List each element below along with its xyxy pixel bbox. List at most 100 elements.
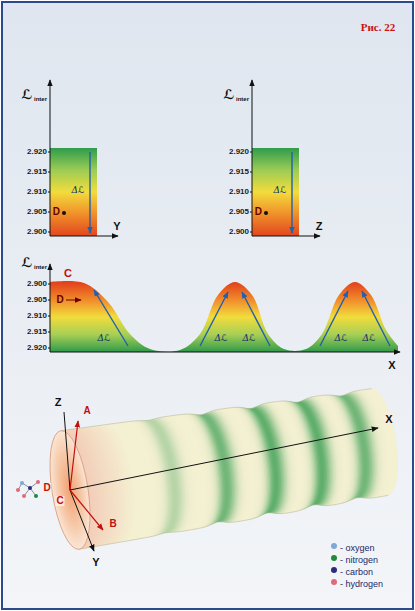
- delta-arrow: [320, 291, 348, 346]
- legend-row: - nitrogen: [331, 550, 378, 566]
- y-axis-line: [50, 264, 51, 352]
- tick-value: 2.915: [229, 168, 249, 176]
- tick-mark: [48, 192, 50, 193]
- legend-text: - nitrogen: [340, 555, 378, 565]
- tick-value: 2.915: [27, 328, 47, 336]
- tick-value: 2.900: [27, 228, 47, 236]
- legend-swatch: [331, 555, 337, 561]
- tick-mark: [48, 212, 50, 213]
- tick-value: 2.910: [27, 312, 47, 320]
- vector-label: B: [109, 519, 116, 529]
- point-dot: [264, 211, 268, 215]
- legend-swatch: [331, 543, 337, 549]
- delta-label: Δℒ: [335, 334, 348, 343]
- tick-mark: [48, 152, 50, 153]
- tick-value: 2.905: [27, 296, 47, 304]
- axis-label: Y: [113, 221, 120, 232]
- legend-text: - oxygen: [340, 543, 375, 553]
- tick-value: 2.920: [27, 148, 47, 156]
- tick-value: 2.920: [229, 148, 249, 156]
- tick-mark: [48, 316, 50, 317]
- point-label: C: [55, 496, 64, 506]
- axis-subscript: inter: [236, 96, 249, 102]
- tick-value: 2.910: [27, 188, 47, 196]
- legend-text: - hydrogen: [340, 579, 383, 589]
- tick-mark: [48, 232, 50, 233]
- tick-mark: [48, 348, 50, 349]
- y-axis-line: [50, 80, 51, 236]
- axis-label: Z: [55, 397, 62, 408]
- delta-arrow: [89, 152, 90, 233]
- vector-label: A: [83, 406, 90, 416]
- tick-mark: [48, 172, 50, 173]
- axis-label: Y: [92, 557, 99, 568]
- tube-edge: [79, 495, 388, 549]
- delta-label: Δℒ: [243, 334, 256, 343]
- axis-label: X: [388, 360, 395, 371]
- tick-mark: [48, 300, 50, 301]
- molecule-atom: [28, 486, 32, 490]
- legend-row: - hydrogen: [331, 574, 383, 590]
- axis-label: X: [384, 414, 393, 425]
- delta-label: Δℒ: [72, 186, 85, 195]
- molecule-atom: [34, 494, 38, 498]
- tick-value: 2.905: [27, 208, 47, 216]
- delta-label: Δℒ: [274, 186, 287, 195]
- energy-band: [50, 148, 97, 236]
- point-dot: [62, 211, 66, 215]
- delta-label: Δℒ: [215, 334, 228, 343]
- point-label: C: [64, 268, 72, 279]
- legend-row: - carbon: [331, 562, 373, 578]
- axis-subscript: inter: [34, 96, 47, 102]
- pointer-arrow: [66, 300, 81, 301]
- axis-symbol: ℒ: [21, 256, 32, 269]
- tick-value: 2.915: [27, 168, 47, 176]
- figure-title: Рис. 22: [361, 22, 395, 33]
- axis-subscript: inter: [34, 264, 47, 270]
- axis-label: Z: [316, 221, 323, 232]
- x-axis-line: [252, 236, 320, 237]
- tick-mark: [250, 152, 252, 153]
- axis-symbol: ℒ: [21, 88, 32, 101]
- axis-symbol: ℒ: [223, 88, 234, 101]
- tick-value: 2.900: [27, 280, 47, 288]
- y-axis-line: [70, 490, 94, 551]
- z-axis-line: [64, 412, 70, 490]
- energy-band: [252, 148, 299, 236]
- tick-value: 2.900: [229, 228, 249, 236]
- point-label: D: [56, 295, 63, 305]
- tick-mark: [250, 172, 252, 173]
- molecule-atom: [16, 488, 20, 492]
- delta-arrow: [242, 292, 270, 346]
- delta-arrow: [291, 152, 292, 233]
- legend-row: - oxygen: [331, 538, 375, 554]
- tick-value: 2.920: [27, 344, 47, 352]
- legend-text: - carbon: [340, 567, 373, 577]
- delta-arrow: [362, 291, 390, 346]
- point-label: D: [42, 483, 51, 493]
- point-label: D: [255, 207, 262, 217]
- y-axis-line: [252, 80, 253, 236]
- tick-value: 2.905: [229, 208, 249, 216]
- tick-mark: [250, 192, 252, 193]
- delta-label: Δℒ: [98, 334, 111, 343]
- energy-profile: [50, 281, 398, 352]
- delta-arrow: [94, 290, 128, 346]
- molecule-atom: [36, 480, 40, 484]
- molecule-atom: [22, 494, 26, 498]
- tick-mark: [250, 212, 252, 213]
- tick-mark: [48, 332, 50, 333]
- delta-arrow: [200, 292, 228, 346]
- vector-arrow: [70, 421, 78, 490]
- delta-label: Δℒ: [363, 334, 376, 343]
- legend-swatch: [331, 579, 337, 585]
- point-label: D: [53, 207, 60, 217]
- vector-arrow: [70, 490, 103, 530]
- tick-mark: [250, 232, 252, 233]
- molecule-atom: [20, 481, 24, 485]
- x-axis-line: [70, 428, 378, 490]
